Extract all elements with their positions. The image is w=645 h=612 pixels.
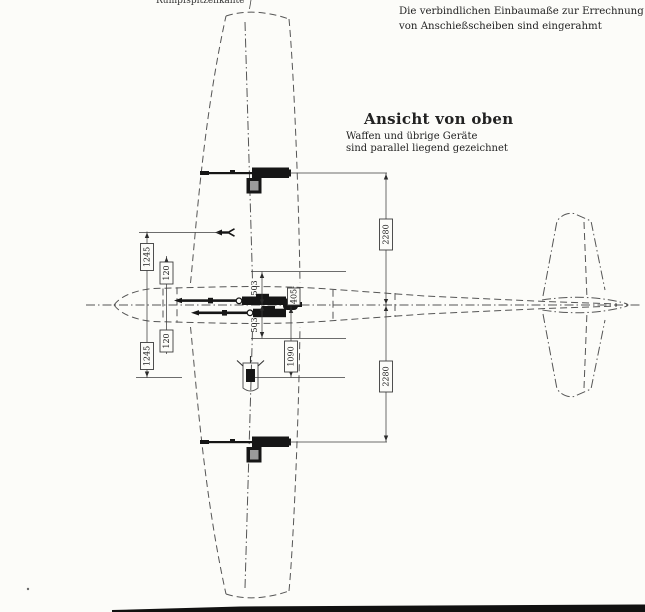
wing-gun-bottom [200, 436, 291, 463]
view-subtitle-line1: Waffen und übrige Geräte [346, 131, 477, 142]
dim-equipment: 1090 [287, 346, 296, 366]
dim-box-nose-top-outer [140, 243, 154, 271]
dim-box-equipment [284, 340, 298, 373]
fuselage-gun-bottom [191, 306, 286, 318]
fuselage-gun-top [174, 293, 286, 305]
stabilizer-top [542, 212, 606, 297]
top-wing-trailing-edge [288, 18, 301, 284]
top-wing-spar-line [244, 21, 253, 281]
dim-box-nose-bottom-outer [140, 342, 154, 370]
framed-dims-note-line1: Die verbindlichen Einbaumaße zur Errechn… [399, 6, 644, 17]
framed-dims-note-line2: von Anschießscheiben sind eingerahmt [398, 21, 603, 32]
dim-fuselage-gun-bottom: 503 [250, 317, 259, 332]
canopy-frame-lines [332, 289, 396, 321]
dim-wing-gun-top: 2280 [382, 224, 391, 244]
lower-equipment [236, 356, 265, 392]
top-wing-leading-edge [190, 15, 227, 284]
dim-box-nose-top-inner [159, 261, 174, 285]
callout-leader-line [249, 0, 252, 10]
magazine-inset-bottom [250, 450, 259, 460]
gun-ring-bottom [246, 309, 254, 317]
elevator-hinge-bottom [583, 310, 588, 389]
dim-nose-bottom-inner: 120 [162, 333, 171, 348]
dim-box-wing-gun-top [379, 218, 393, 251]
dim-fuselage-gun-top: 503 [250, 280, 259, 295]
page-edge-shadow [112, 604, 645, 612]
gun-ring-top [235, 297, 243, 305]
dimension-labels: 1245 120 120 1245 503 503 405 1090 2280 … [140, 218, 393, 393]
bottom-wing-tip [225, 590, 290, 599]
dim-box-wing-gun-bottom [379, 360, 393, 393]
fuselage-upper-edge [113, 286, 618, 306]
magazine-inset-top [250, 181, 259, 191]
scan-artifacts [26, 587, 645, 612]
bottom-wing-leading-edge [190, 326, 227, 595]
weapons [174, 167, 302, 463]
dim-wing-gun-bottom: 2280 [382, 366, 391, 386]
firewall-line [162, 287, 178, 323]
top-wing-tip [225, 11, 290, 20]
view-subtitle-line2: sind parallel liegend gezeichnet [346, 143, 508, 154]
dim-nose-top-inner: 120 [162, 265, 171, 280]
fuselage-lower-edge [113, 304, 618, 324]
elevator-hinge-top [583, 221, 588, 300]
wing-gun-top [200, 167, 291, 194]
dim-nose-bottom-outer: 1245 [143, 346, 152, 366]
clipped-callout-label: Rumpfspitzenkante [156, 0, 245, 6]
bottom-wing-trailing-edge [288, 326, 301, 592]
tail-cone-outline [541, 296, 629, 314]
dim-hub-cannon: 405 [290, 289, 299, 304]
dimension-lines [136, 172, 389, 443]
dim-box-nose-bottom-inner [159, 329, 174, 353]
view-title: Ansicht von oben [363, 110, 513, 128]
dim-nose-top-outer: 1245 [143, 247, 152, 267]
paper-speck [26, 587, 30, 591]
dim-box-hub-cannon [287, 287, 301, 306]
annotation-texts: Rumpfspitzenkante Die verbindlichen Einb… [156, 0, 644, 154]
stabilizer-bottom [542, 313, 606, 398]
